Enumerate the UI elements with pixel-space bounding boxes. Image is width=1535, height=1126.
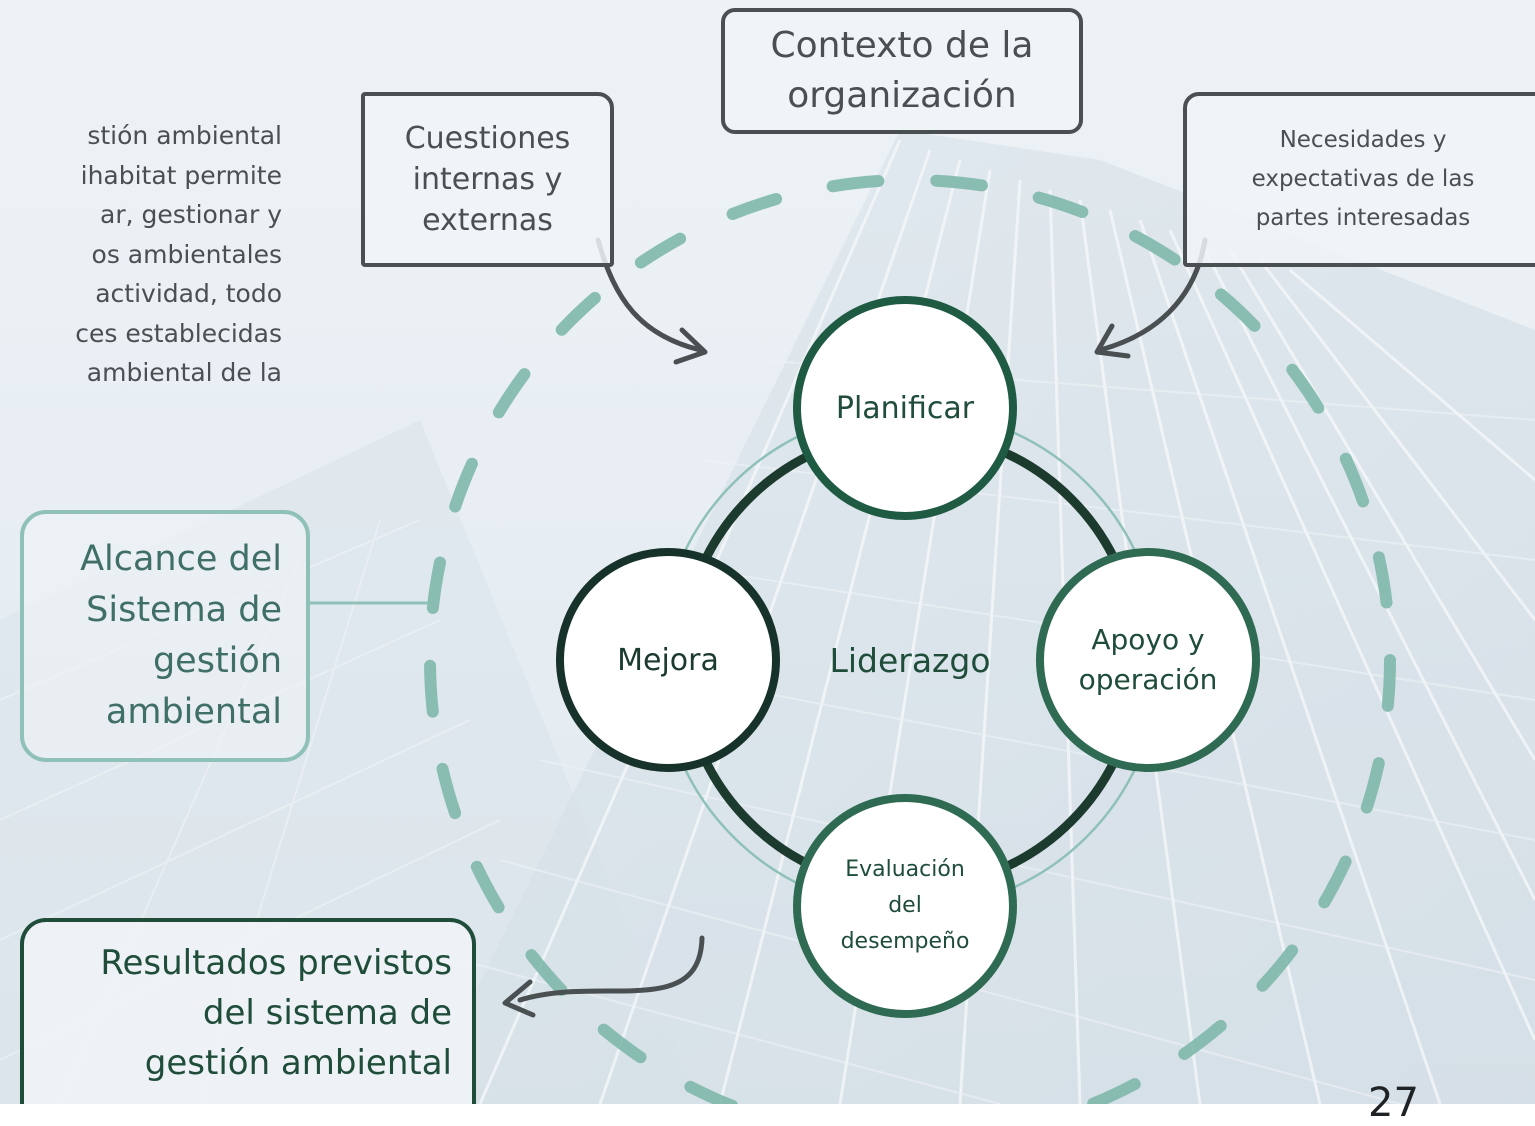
context-box-line: organización <box>787 75 1017 116</box>
scope-line: ambiental <box>105 692 282 732</box>
arrow-internal-issues-head <box>673 327 708 365</box>
needs-line: expectativas de las <box>1251 166 1475 192</box>
improve-label: Mejora <box>578 620 758 700</box>
results-line: del sistema de <box>202 993 452 1033</box>
results-box: Resultados previstos del sistema de gest… <box>20 918 476 1104</box>
results-line: gestión ambiental <box>144 1043 452 1083</box>
intro-line: ambiental de la <box>86 358 282 387</box>
needs-box: Necesidades y expectativas de las partes… <box>1183 92 1535 267</box>
internal-issues-box: Cuestiones internas y externas <box>361 92 614 267</box>
plan-label-text: Planificar <box>835 390 975 426</box>
context-box-line: Contexto de la <box>770 25 1034 66</box>
intro-line: os ambientales <box>91 239 282 269</box>
intro-line: stión ambiental <box>87 121 282 150</box>
scope-line: Sistema de <box>86 590 282 630</box>
improve-label-text: Mejora <box>617 642 719 678</box>
plan-label: Planificar <box>805 368 1005 448</box>
leadership-label: Liderazgo <box>800 625 1020 695</box>
evaluation-label-text: del <box>888 893 922 918</box>
support-label-text: operación <box>1078 663 1218 696</box>
evaluation-label-text: Evaluación <box>845 857 965 882</box>
needs-line: Necesidades y <box>1279 127 1447 153</box>
scope-line: gestión <box>152 641 282 681</box>
context-box: Contexto de la organización <box>721 8 1083 134</box>
plan-circle <box>793 296 1017 520</box>
scope-line: Alcance del <box>80 539 282 579</box>
scope-box: Alcance del Sistema de gestión ambiental <box>20 510 310 762</box>
leadership-label-text: Liderazgo <box>829 640 991 680</box>
support-label-text: Apoyo y <box>1091 623 1205 656</box>
arrow-needs-head <box>1094 323 1131 359</box>
internal-issues-line: Cuestiones <box>404 121 571 156</box>
intro-paragraph: stión ambiental ihabitat permite ar, ges… <box>0 116 282 393</box>
evaluation-circle <box>793 794 1017 1018</box>
intro-line: ces establecidas <box>75 318 282 348</box>
support-label: Apoyo y operación <box>1048 615 1248 705</box>
intro-line: ar, gestionar y <box>100 200 282 229</box>
context-dashed-circle <box>424 174 1396 1104</box>
needs-line: partes interesadas <box>1255 205 1471 231</box>
arrow-results-head <box>502 979 536 1018</box>
evaluation-label: Evaluación del desempeño <box>805 850 1005 962</box>
intro-line: ihabitat permite <box>80 160 282 190</box>
results-line: Resultados previstos <box>100 943 452 983</box>
internal-issues-line: externas <box>422 203 553 238</box>
support-circle <box>1036 548 1260 772</box>
intro-line: actividad, todo <box>95 279 282 308</box>
improve-circle <box>556 548 780 772</box>
arrow-results <box>517 935 705 1003</box>
internal-issues-line: internas y <box>412 162 563 197</box>
evaluation-label-text: desempeño <box>840 929 970 954</box>
page-number: 27 <box>1368 1080 1419 1126</box>
